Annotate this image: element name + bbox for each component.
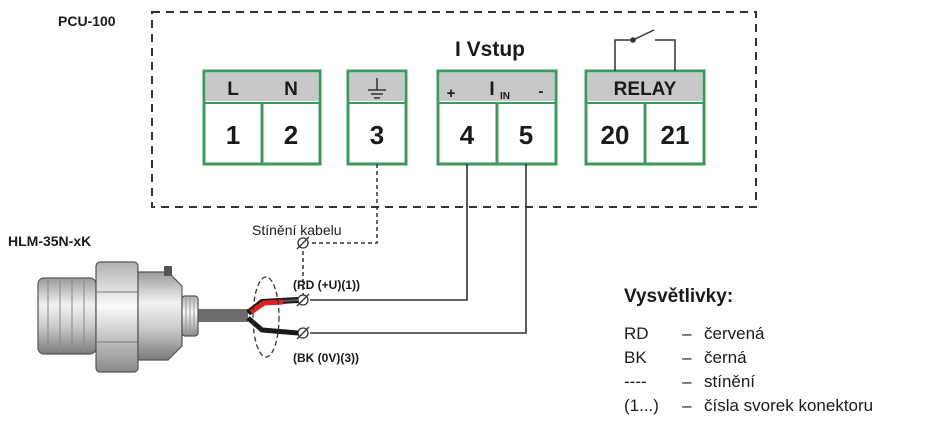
shield-label: Stínění kabelu [252, 222, 342, 238]
shield-junction-icon [296, 236, 310, 250]
terminal-header-i: I [489, 79, 494, 100]
terminal-number-2: 2 [284, 120, 298, 150]
legend-item: ---- – stínění [624, 370, 873, 394]
legend-separator: – [682, 324, 692, 343]
legend-value: stínění [704, 372, 756, 391]
terminal-header-n: N [284, 79, 298, 100]
red-wire-label: (RD (+U)(1)) [293, 278, 360, 292]
black-wire-label: (BK (0V)(3)) [293, 351, 359, 365]
legend-key: RD [624, 324, 649, 343]
terminal-block-ground: 3 [346, 69, 408, 166]
red-wire-junction-icon [296, 293, 310, 307]
terminal-block-input: + I IN - 4 5 [436, 69, 558, 166]
legend-key: (1...) [624, 396, 659, 415]
terminal-number-20: 20 [601, 120, 630, 150]
input-title: I Vstup [455, 38, 525, 61]
terminal-header-relay: RELAY [614, 79, 677, 100]
ground-icon [368, 78, 386, 99]
cable-shield-ellipse [252, 276, 280, 358]
legend-title: Vysvětlivky: [624, 286, 734, 307]
legend-key: ---- [624, 372, 647, 391]
shield-wire [302, 164, 378, 300]
terminal-header-l: L [227, 79, 239, 100]
legend: RD – červená BK – černá ---- – stínění (… [624, 322, 873, 418]
legend-value: čísla svorek konektoru [704, 396, 874, 415]
red-conductor [249, 299, 284, 315]
sensor-label: HLM-35N-xK [8, 233, 91, 249]
black-conductor [246, 316, 299, 336]
terminal-number-1: 1 [226, 120, 240, 150]
terminal-header-plus: + [447, 85, 456, 102]
terminal-number-5: 5 [519, 120, 533, 150]
legend-value: červená [704, 324, 765, 343]
terminal-number-4: 4 [460, 120, 475, 150]
legend-value: černá [704, 348, 747, 367]
legend-item: BK – černá [624, 346, 873, 370]
relay-switch-icon [614, 29, 676, 71]
terminal-header-in: IN [500, 91, 510, 102]
legend-item: RD – červená [624, 322, 873, 346]
legend-item: (1...) – čísla svorek konektoru [624, 394, 873, 418]
sensor-hlm-35n [37, 261, 199, 373]
terminal-number-21: 21 [661, 120, 690, 150]
unit-label: PCU-100 [58, 13, 116, 29]
terminal-block-power: L N 1 2 [202, 69, 322, 166]
wire-to-terminal-4 [310, 164, 468, 301]
terminal-block-relay: RELAY 20 21 [584, 69, 706, 166]
legend-separator: – [682, 372, 692, 391]
legend-separator: – [682, 396, 692, 415]
legend-separator: – [682, 348, 692, 367]
pcu-enclosure [151, 11, 757, 208]
wire-to-terminal-5 [310, 164, 527, 334]
terminal-header-minus: - [539, 83, 544, 100]
black-wire-junction-icon [296, 326, 310, 340]
terminal-number-3: 3 [370, 120, 384, 150]
sensor-cable [196, 309, 248, 322]
legend-key: BK [624, 348, 647, 367]
